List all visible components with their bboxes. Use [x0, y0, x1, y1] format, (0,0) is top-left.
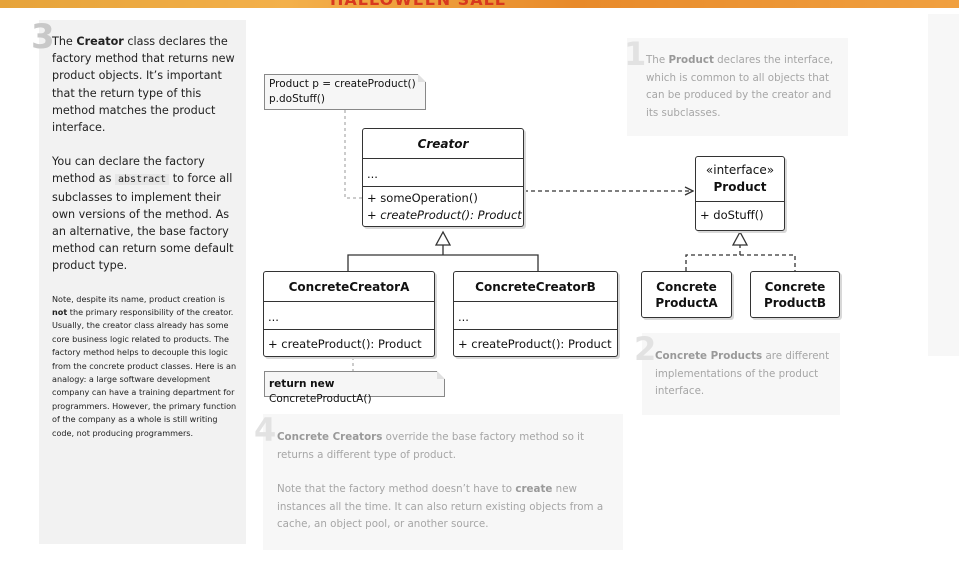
stereotype-label: «interface»: [705, 163, 775, 177]
class-fields: ...: [454, 301, 617, 329]
note-paragraph: You can declare the factory method as ab…: [52, 155, 234, 273]
class-name: Concrete ProductB: [763, 279, 827, 310]
inheritance-triangle: [434, 230, 452, 246]
promo-banner-text[interactable]: HALLOWEEN SALE: [330, 0, 507, 9]
note-number: 4: [254, 411, 277, 449]
note-concrete-products: 2 Concrete Products are different implem…: [634, 333, 840, 415]
interface-product: «interface» Product + doStuff(): [695, 156, 785, 231]
promo-banner[interactable]: HALLOWEEN SALE: [0, 0, 959, 9]
note-body: The Product declares the interface, whic…: [646, 54, 834, 119]
class-methods: + createProduct(): Product: [264, 329, 434, 356]
class-methods: + someOperation() + createProduct(): Pro…: [363, 186, 523, 227]
code-line: p.doStuff(): [269, 93, 325, 105]
realization-triangle: [731, 230, 749, 246]
method-do-stuff: + doStuff(): [700, 208, 764, 222]
class-concrete-creator-a: ConcreteCreatorA ... + createProduct(): …: [263, 271, 435, 357]
class-name: Product: [713, 180, 767, 194]
right-side-panel: [928, 14, 959, 356]
class-methods: + doStuff(): [696, 201, 784, 227]
class-concrete-product-a: Concrete ProductA: [641, 271, 732, 318]
class-name: Creator: [417, 136, 469, 151]
note-paragraph: The Creator class declares the factory m…: [52, 35, 235, 135]
method-some-operation: + someOperation(): [367, 191, 478, 205]
class-fields: ...: [363, 158, 523, 186]
note-body: Concrete Creators override the base fact…: [277, 431, 604, 530]
code-keyword: return new: [269, 378, 335, 390]
class-concrete-creator-b: ConcreteCreatorB ... + createProduct(): …: [453, 271, 618, 357]
class-concrete-product-b: Concrete ProductB: [750, 271, 840, 318]
note-body: The Creator class declares the factory m…: [52, 33, 237, 440]
code-note-client: Product p = createProduct() p.doStuff(): [264, 74, 426, 110]
method-create-product: + createProduct(): Product: [367, 208, 522, 222]
inline-code: abstract: [115, 174, 170, 186]
code-line: ConcreteProductA(): [269, 393, 372, 405]
note-number: 3: [31, 17, 55, 57]
class-fields: ...: [264, 301, 434, 329]
note-number: 1: [624, 35, 647, 73]
class-name: ConcreteCreatorA: [288, 279, 410, 294]
note-product: 1 The Product declares the interface, wh…: [624, 35, 848, 136]
method-create-product: + createProduct(): Product: [458, 337, 612, 351]
note-concrete-creators: 4 Concrete Creators override the base fa…: [254, 414, 623, 550]
method-create-product: + createProduct(): Product: [268, 337, 422, 351]
class-name: ConcreteCreatorB: [475, 279, 596, 294]
class-creator: Creator ... + someOperation() + createPr…: [362, 128, 524, 227]
note-body: Concrete Products are different implemen…: [655, 350, 830, 397]
realization-line: [685, 254, 796, 271]
code-note-concrete-creator: return new ConcreteProductA(): [264, 371, 445, 405]
note-link-line: [344, 110, 362, 199]
note-number: 2: [634, 330, 657, 368]
interface-header: «interface» Product: [696, 157, 784, 201]
note-small-paragraph: Note, despite its name, product creation…: [52, 293, 237, 438]
code-line: Product p = createProduct(): [269, 78, 416, 90]
inheritance-line: [347, 254, 539, 271]
note-creator: 3 The Creator class declares the factory…: [31, 20, 246, 544]
class-methods: + createProduct(): Product: [454, 329, 617, 356]
class-name: Concrete ProductA: [655, 279, 718, 310]
